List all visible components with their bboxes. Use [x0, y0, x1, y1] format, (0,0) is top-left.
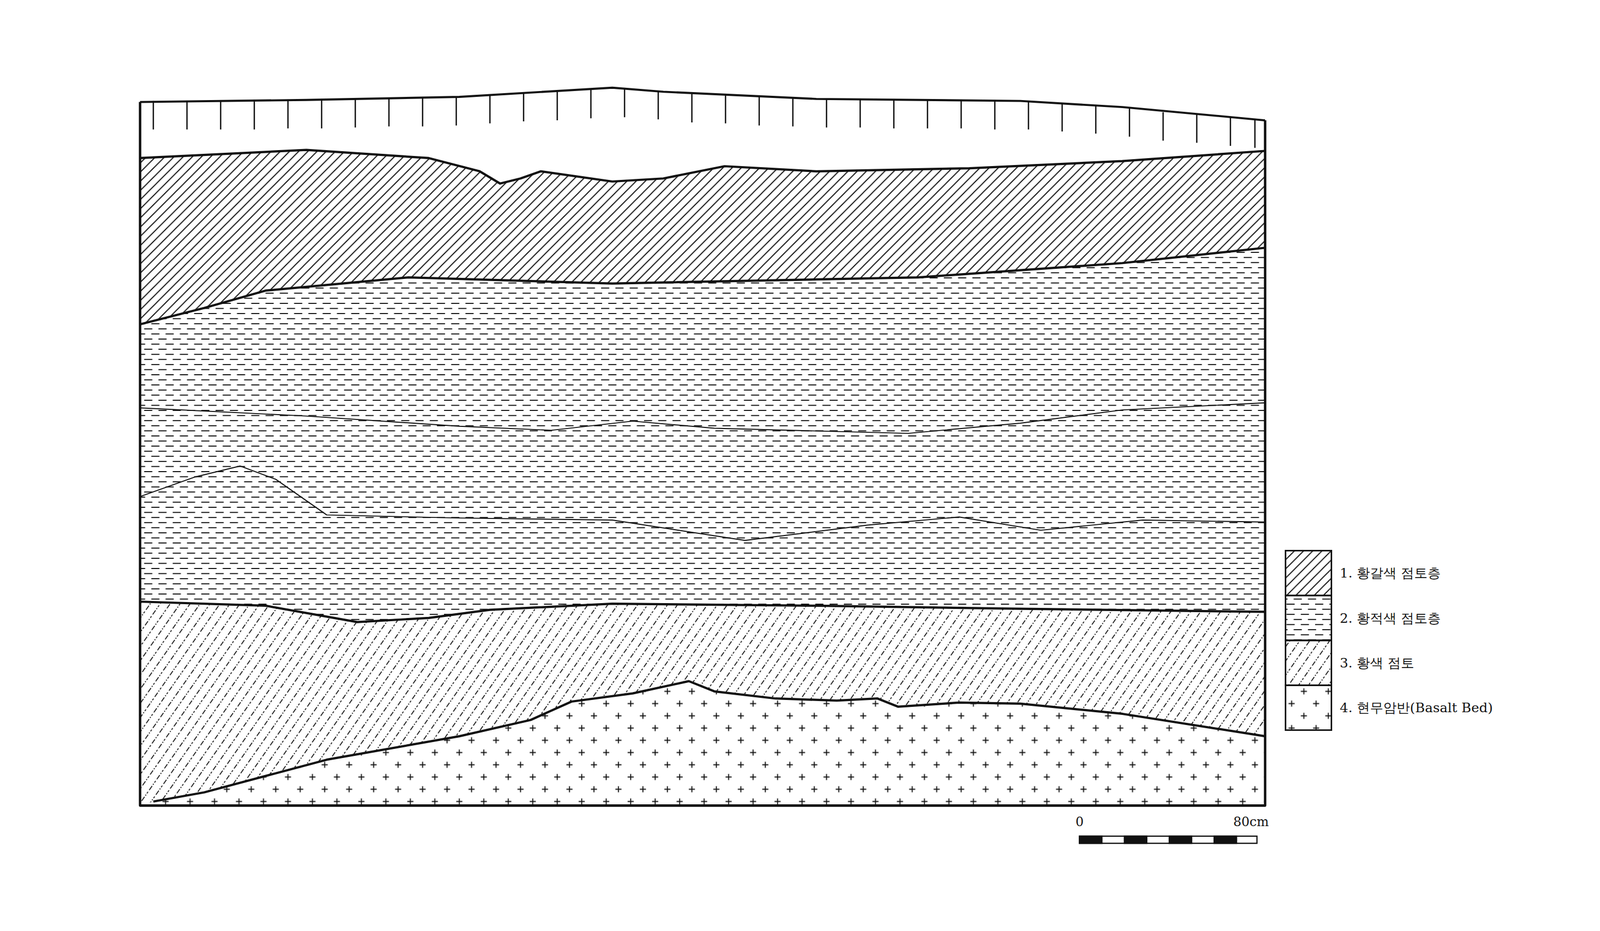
legend-swatch [1285, 550, 1332, 596]
boundary-2-3 [140, 601, 1266, 622]
layer-boundaries [140, 87, 1266, 807]
legend-text: 3. 황색 점토 [1339, 655, 1415, 671]
legend-swatch [1285, 595, 1332, 641]
layer-2 [140, 248, 1266, 623]
inner-line-a [140, 403, 1266, 434]
layer-fills [140, 150, 1266, 807]
scale-label: 80cm [1233, 815, 1269, 830]
legend-swatches [1285, 550, 1332, 730]
layer-4 [140, 681, 1266, 807]
legend-text: 1. 황갈색 점토층 [1339, 565, 1441, 581]
boundary-1-top [140, 150, 1266, 184]
boundary-3-4 [153, 681, 1266, 802]
layer-3 [140, 601, 1266, 806]
section-frame [140, 102, 1266, 807]
scale-label: 0 [1075, 815, 1084, 830]
boundary-1-2 [140, 248, 1266, 325]
legend-text: 2. 황적색 점토층 [1339, 611, 1441, 627]
surface-ticks [153, 88, 1255, 149]
legend-swatch [1285, 640, 1332, 686]
legend-swatch [1285, 685, 1332, 730]
legend-text: 4. 현무암반(Basalt Bed) [1339, 700, 1493, 716]
scale-bar [1079, 836, 1257, 844]
inner-line-b [140, 465, 1266, 541]
